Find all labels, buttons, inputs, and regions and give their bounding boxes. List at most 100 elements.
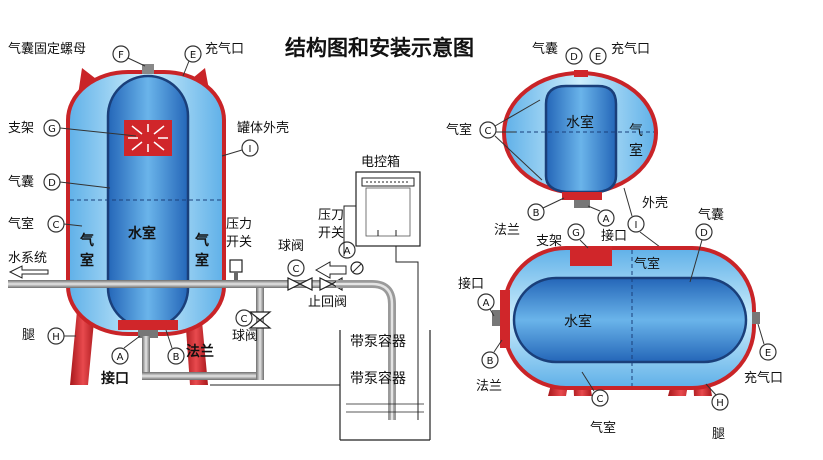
leader-I-left	[221, 149, 243, 157]
tr-water-label: 水室	[566, 114, 594, 131]
br-callout-G	[567, 223, 585, 241]
label-water-system: 水系统	[8, 251, 47, 266]
label-ball-valve-bottom: 球阀	[232, 329, 258, 344]
br-air-top-label: 气室	[634, 256, 660, 272]
leader-G-left	[59, 127, 137, 137]
right-air-inner-1: 气	[194, 232, 209, 249]
br-label-leg: 腿	[712, 427, 725, 442]
callout-A-left-letter: A	[117, 352, 124, 363]
tr-label-port: 接口	[601, 228, 627, 244]
bracket-cross-marks	[128, 124, 168, 152]
leader-F	[127, 57, 146, 67]
small-spherical-tank: 水室 气 室	[502, 70, 658, 208]
tr-leader-C-3	[494, 135, 543, 181]
tr-callout-A	[597, 209, 615, 227]
leader-C-left	[63, 223, 83, 227]
left-air-inner-1: 气	[79, 232, 94, 249]
label-pump-container-1: 带泵容器	[350, 333, 406, 350]
label-bladder-nut: 气囊固定螺母	[8, 41, 86, 57]
callout-C-valve-letter: C	[293, 264, 300, 275]
pressure-switch	[229, 259, 243, 273]
callout-F-letter: F	[118, 50, 124, 61]
br-label-port: 接口	[458, 276, 484, 292]
label-port-left: 接口	[101, 370, 129, 387]
left-tank-port	[138, 330, 158, 338]
tr-label-air: 气室	[446, 122, 472, 138]
ball-valve-bottom	[248, 311, 272, 329]
vertical-tank: 水室 气 室 气 室	[66, 64, 226, 385]
br-label-bracket: 支架	[536, 234, 562, 249]
callout-D-left-letter: D	[48, 178, 56, 189]
left-tank-top-nut	[142, 64, 154, 74]
label-pressure-switch-2: 开关	[226, 235, 252, 250]
main-pipe	[8, 280, 338, 288]
left-tank-bladder	[106, 74, 190, 330]
br-label-inflate: 充气口	[744, 370, 783, 386]
br-label-flange: 法兰	[476, 379, 502, 394]
horizontal-tank: 水室 气室	[492, 246, 760, 396]
label-inflate-left: 充气口	[205, 41, 244, 57]
horizontal-tank-callouts: 支架 G 气囊 D 接口 A B 法兰 E 充气口 C 气室 H 腿	[458, 207, 783, 442]
br-leader-D	[689, 239, 703, 283]
tr-leader-C-1	[494, 99, 541, 127]
tr-callout-E-letter: E	[595, 52, 601, 63]
piping-system: 水系统 压力 开关 球阀 C C 球阀 止回阀 A 压刀 开关	[8, 154, 431, 441]
br-water-label: 水室	[564, 313, 592, 330]
label-bracket-left: 支架	[8, 121, 34, 136]
label-check-valve: 止回阀	[308, 295, 347, 310]
tr-callout-B-letter: B	[533, 208, 540, 219]
br-callout-E-letter: E	[765, 348, 771, 359]
callout-I-left	[241, 139, 259, 157]
label-pressure-switch-1: 压力	[226, 217, 252, 232]
callout-A-gauge-letter: A	[344, 246, 351, 257]
br-leader-A	[489, 308, 495, 317]
callout-F	[112, 45, 130, 63]
pump-feed-pipe-highlight	[336, 282, 394, 420]
small-tank-bladder	[544, 84, 618, 194]
leader-A-left	[123, 335, 141, 349]
tank-outlet-pipe	[142, 336, 150, 376]
br-leader-H	[705, 383, 717, 396]
label-shell-left: 罐体外壳	[237, 121, 289, 136]
br-label-air-bottom: 气室	[590, 420, 616, 436]
tr-callout-D-letter: D	[570, 52, 578, 63]
control-wire-2	[343, 205, 356, 256]
label-control-box: 电控箱	[361, 154, 400, 170]
tr-callout-E	[589, 47, 607, 65]
small-tank-callouts: 气囊 D E 充气口 气室 C B 法兰 A 接口 I 外壳	[446, 41, 668, 251]
callout-E-left-letter: E	[190, 50, 196, 61]
label-air-left: 气室	[8, 216, 34, 232]
tr-callout-D	[565, 47, 583, 65]
br-leader-B	[493, 339, 503, 353]
label-pump-container-2: 带泵容器	[350, 370, 406, 387]
left-air-inner-2: 室	[80, 252, 94, 269]
left-tank-flange	[118, 320, 178, 330]
small-tank-top-valve	[574, 70, 588, 77]
br-callout-E	[759, 343, 777, 361]
callout-C-valve2	[235, 309, 253, 327]
tr-label-bladder: 气囊	[532, 41, 558, 57]
callout-B-left-letter: B	[173, 352, 180, 363]
tr-callout-B	[527, 203, 545, 221]
h-tank-bracket	[570, 246, 612, 266]
br-label-bladder: 气囊	[698, 207, 724, 223]
tr-leader-B	[542, 197, 565, 209]
bottom-connect-pipe	[142, 372, 262, 380]
br-callout-A-letter: A	[483, 298, 490, 309]
callout-C-left-letter: C	[53, 220, 60, 231]
callout-C-valve2-letter: C	[241, 314, 248, 325]
callout-C-valve	[287, 259, 305, 277]
water-system-arrow	[8, 265, 49, 279]
small-tank-flange	[562, 192, 602, 200]
diagram-title: 结构图和安装示意图	[285, 36, 474, 60]
label-ball-valve-top: 球阀	[278, 239, 304, 254]
h-tank-port	[492, 310, 500, 326]
check-valve-arrow	[314, 261, 347, 279]
tr-callout-A-letter: A	[603, 214, 610, 225]
br-callout-H-letter: H	[716, 398, 724, 409]
tr-callout-I	[627, 215, 645, 233]
tr-callout-C-letter: C	[485, 126, 492, 137]
tr-label-inflate: 充气口	[611, 41, 650, 57]
br-callout-D	[695, 223, 713, 241]
h-tank-bladder	[512, 276, 748, 364]
